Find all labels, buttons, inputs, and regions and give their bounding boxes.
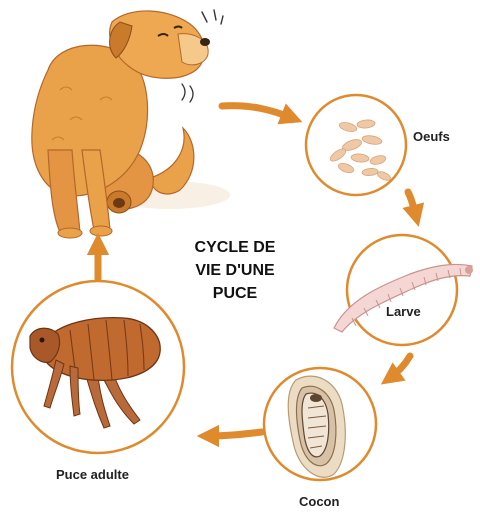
- arrow-larva-to-cocoon: [390, 356, 410, 378]
- scratching-dog-icon: [32, 10, 230, 238]
- adult-flea-stage: [12, 281, 184, 453]
- diagram-title: CYCLE DE VIE D'UNE PUCE: [176, 236, 294, 305]
- title-line-1: CYCLE DE: [176, 236, 294, 259]
- stage-label-larve: Larve: [386, 304, 421, 320]
- title-line-3: PUCE: [176, 282, 294, 305]
- arrow-dog-to-eggs: [222, 106, 292, 118]
- title-line-2: VIE D'UNE: [176, 259, 294, 282]
- stage-label-cocon: Cocon: [299, 494, 339, 510]
- cocoon-stage: [264, 368, 376, 480]
- stage-label-oeufs: Oeufs: [413, 129, 450, 145]
- larva-stage: [334, 235, 473, 345]
- arrow-eggs-to-larva: [408, 192, 416, 216]
- eggs-stage: [306, 95, 406, 195]
- arrow-cocoon-to-adult: [208, 432, 262, 436]
- stage-label-puce-adulte: Puce adulte: [56, 467, 129, 483]
